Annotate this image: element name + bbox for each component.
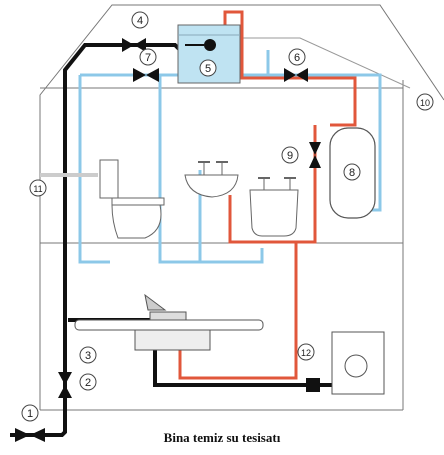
washbasin-icon bbox=[184, 161, 239, 198]
cold-water-pipes bbox=[78, 50, 382, 264]
number-label-texts: 1 2 3 4 5 6 7 8 9 10 11 12 bbox=[27, 15, 430, 420]
diagram-caption: Bina temiz su tesisatı bbox=[163, 430, 281, 445]
hot-water-pipes bbox=[178, 10, 357, 380]
washing-machine-icon bbox=[331, 331, 385, 395]
label-8: 8 bbox=[349, 167, 355, 179]
bathtub-icon bbox=[249, 177, 299, 237]
valve-7-icon bbox=[133, 68, 159, 82]
valve-9-icon bbox=[309, 142, 321, 168]
toilet-icon bbox=[99, 159, 165, 239]
label-12: 12 bbox=[301, 348, 311, 358]
label-6: 6 bbox=[294, 52, 300, 64]
label-10: 10 bbox=[420, 98, 430, 108]
label-2: 2 bbox=[85, 377, 91, 389]
kitchen-counter bbox=[74, 293, 264, 351]
valve-4-icon bbox=[122, 38, 146, 52]
valve-2-icon bbox=[58, 372, 72, 398]
valve-icons bbox=[15, 38, 321, 442]
number-labels bbox=[21, 11, 434, 422]
label-4: 4 bbox=[137, 15, 143, 27]
valve-1-icon bbox=[15, 428, 45, 442]
label-7: 7 bbox=[145, 52, 151, 64]
label-3: 3 bbox=[85, 350, 91, 362]
label-11: 11 bbox=[33, 184, 42, 194]
valve-6-icon bbox=[284, 68, 308, 82]
label-9: 9 bbox=[287, 150, 293, 162]
building-outline bbox=[39, 4, 444, 411]
float-ball-icon bbox=[204, 39, 216, 51]
label-1: 1 bbox=[27, 408, 33, 420]
meter-12-icon bbox=[306, 378, 320, 392]
label-5: 5 bbox=[205, 63, 211, 75]
